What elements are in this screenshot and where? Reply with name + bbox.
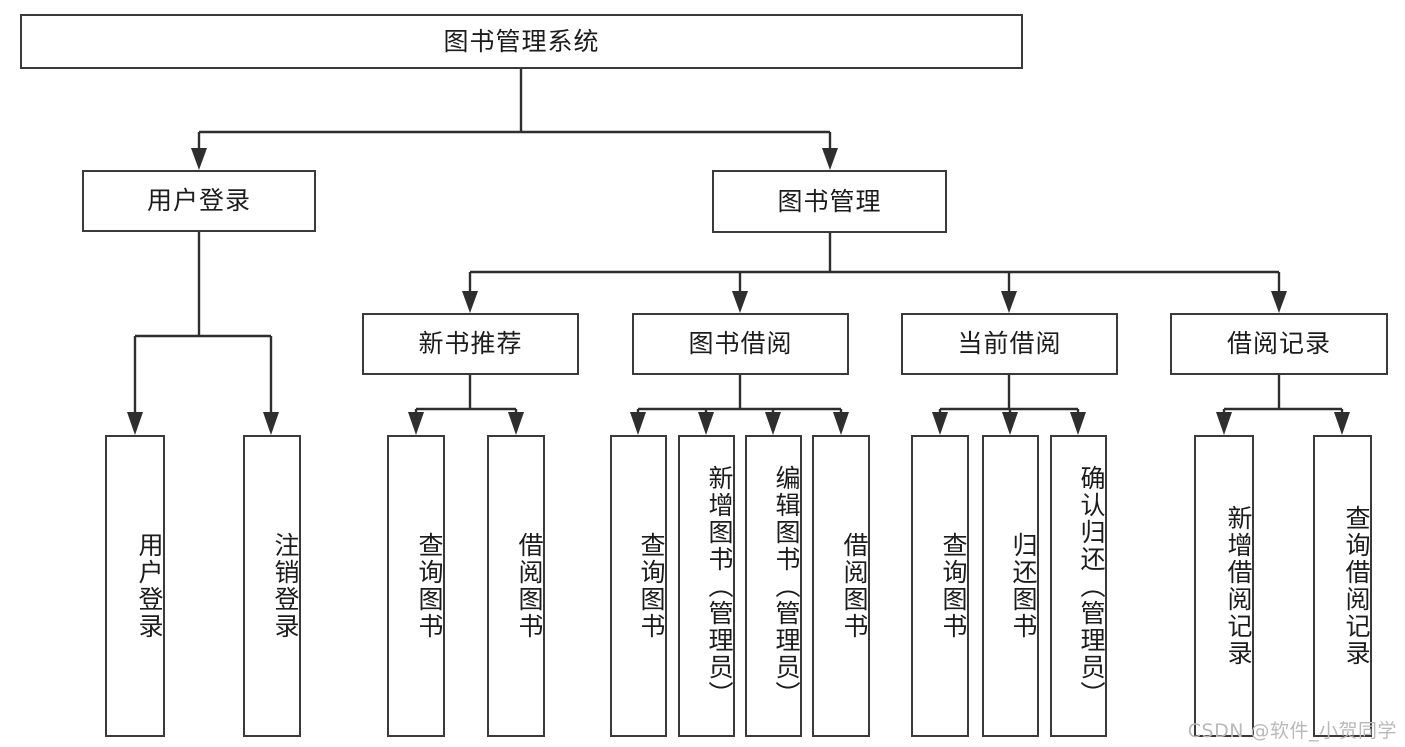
leaf-label: 用户登录 [135,532,164,640]
leaf-label: 归还图书 [1009,532,1038,640]
arrowhead-borrow [732,291,748,313]
leaf-label: 查询图书 [637,532,666,640]
arrowhead-current-l2 [1002,412,1018,435]
node-user-login-label: 用户登录 [146,186,251,216]
arrowhead-record-l1 [1216,412,1232,435]
leaf-edit-book-admin[interactable]: 编辑图书（管理员） [745,435,802,737]
leaf-confirm-return-admin[interactable]: 确认归还（管理员） [1050,435,1107,737]
arrowhead-borrow-l4 [833,412,849,435]
arrowhead-leaf-user-logout [263,412,279,435]
leaf-label: 确认归还（管理员） [1077,464,1106,708]
node-book-management-label: 图书管理 [777,186,882,216]
leaf-user-logout[interactable]: 注销登录 [243,435,301,737]
leaf-label: 查询借阅记录 [1342,505,1371,667]
leaf-add-book-admin[interactable]: 新增图书（管理员） [678,435,735,737]
node-user-login[interactable]: 用户登录 [82,170,316,232]
leaf-query-borrow-record[interactable]: 查询借阅记录 [1313,435,1372,737]
leaf-return-book[interactable]: 归还图书 [982,435,1039,737]
leaf-label: 查询图书 [415,532,444,640]
arrowhead-newbook-l2 [508,412,524,435]
leaf-query-book-newrec[interactable]: 查询图书 [387,435,445,737]
arrowhead-borrow-l1 [630,412,646,435]
arrowhead-current-l3 [1070,412,1086,435]
arrowhead-newbook [462,291,478,313]
arrowhead-record-l2 [1334,412,1350,435]
watermark-text: CSDN @软件_小贺同学 [1187,720,1397,742]
node-root[interactable]: 图书管理系统 [20,14,1023,69]
node-current-borrow[interactable]: 当前借阅 [901,313,1118,375]
arrowhead-leaf-user-login [127,412,143,435]
leaf-borrow-book-newrec[interactable]: 借阅图书 [487,435,545,737]
arrowhead-current [1001,291,1017,313]
leaf-label: 注销登录 [271,532,300,640]
node-book-management[interactable]: 图书管理 [712,170,947,233]
node-root-label: 图书管理系统 [443,26,600,56]
leaf-label: 借阅图书 [515,532,544,640]
leaf-label: 新增借阅记录 [1224,505,1253,667]
node-book-borrow-label: 图书借阅 [688,329,793,359]
node-borrow-record[interactable]: 借阅记录 [1170,313,1388,375]
leaf-borrow-book[interactable]: 借阅图书 [812,435,870,737]
leaf-label: 新增图书（管理员） [705,464,734,708]
leaf-label: 编辑图书（管理员） [772,464,801,708]
leaf-label: 借阅图书 [840,532,869,640]
arrowhead-borrow-l2 [698,412,714,435]
node-borrow-record-label: 借阅记录 [1226,329,1331,359]
leaf-user-login[interactable]: 用户登录 [105,435,165,737]
node-new-book-recommend[interactable]: 新书推荐 [362,313,579,375]
arrowhead-current-l1 [932,412,948,435]
arrowhead-borrow-l3 [765,412,781,435]
leaf-add-borrow-record[interactable]: 新增借阅记录 [1194,435,1254,737]
node-current-borrow-label: 当前借阅 [957,329,1062,359]
node-book-borrow[interactable]: 图书借阅 [632,313,849,375]
leaf-query-book-current[interactable]: 查询图书 [911,435,969,737]
arrowhead-record [1271,291,1287,313]
arrowhead-newbook-l1 [408,412,424,435]
leaf-label: 查询图书 [939,532,968,640]
arrowhead-user-login [191,148,207,170]
arrowhead-book-manage [822,148,838,170]
leaf-query-book-borrow[interactable]: 查询图书 [610,435,667,737]
node-new-book-recommend-label: 新书推荐 [418,329,523,359]
